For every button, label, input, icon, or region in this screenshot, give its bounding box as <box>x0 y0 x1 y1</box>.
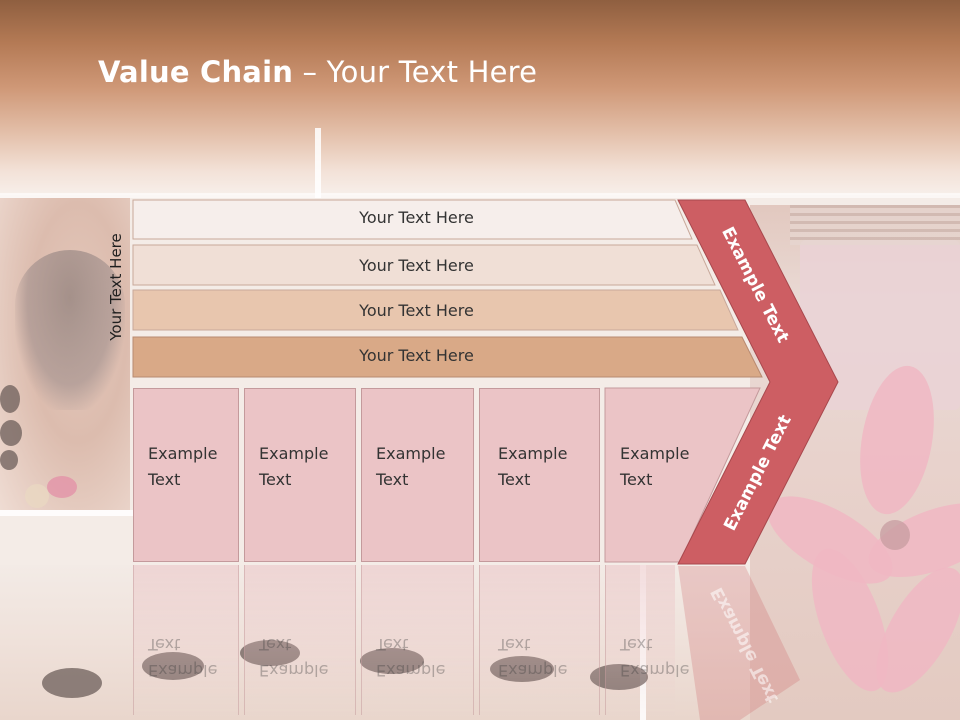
activity-card-5: Example Text <box>605 388 695 562</box>
reflection-text: Example Text <box>620 635 690 680</box>
activity-card-1: Example Text <box>133 388 239 562</box>
row-bar-4 <box>132 336 763 378</box>
stone-decor <box>42 668 102 698</box>
bamboo-blinds-photo <box>790 205 960 245</box>
card-text: Example Text <box>620 444 690 489</box>
reflection-text: Example Text <box>259 635 329 680</box>
chevron-shape <box>677 199 839 565</box>
activity-card-2: Example Text <box>244 388 356 562</box>
reflection-text: Example Text <box>148 635 218 680</box>
card-text: Example Text <box>148 444 218 489</box>
row-bar-3 <box>132 289 739 331</box>
header-band <box>0 0 960 195</box>
title-bold: Value Chain <box>98 55 294 89</box>
row-bar-1 <box>132 199 693 240</box>
reflection-text: Example Text <box>498 635 568 680</box>
pearl-decor <box>25 484 49 508</box>
slide-title: Value Chain – Your Text Here <box>98 55 537 89</box>
row-label-4: Your Text Here <box>359 346 474 365</box>
card-text: Example Text <box>259 444 329 489</box>
row-label-2: Your Text Here <box>359 256 474 275</box>
stone-decor <box>0 450 18 470</box>
collage-divider <box>0 510 135 516</box>
card-reflection: Example Text <box>244 565 356 715</box>
card-reflection: Example Text <box>479 565 600 715</box>
card-text: Example Text <box>498 444 568 489</box>
candle-decor <box>47 476 77 498</box>
activity-card-3: Example Text <box>361 388 474 562</box>
card-text: Example Text <box>376 444 446 489</box>
card-reflection: Example Text <box>605 565 689 715</box>
title-rest: – Your Text Here <box>293 55 538 89</box>
collage-divider <box>0 193 960 198</box>
stone-decor <box>0 385 20 413</box>
activity-card-4: Example Text <box>479 388 600 562</box>
row-label-1: Your Text Here <box>359 208 474 227</box>
collage-divider <box>315 128 321 198</box>
card-reflection: Example Text <box>133 565 239 715</box>
spa-photo-head <box>15 250 125 410</box>
row-label-3: Your Text Here <box>359 301 474 320</box>
reflection-text: Example Text <box>376 635 446 680</box>
stone-decor <box>0 420 22 446</box>
chevron-reflection <box>678 566 800 720</box>
row-bar-2 <box>132 244 716 286</box>
card-reflection: Example Text <box>361 565 474 715</box>
